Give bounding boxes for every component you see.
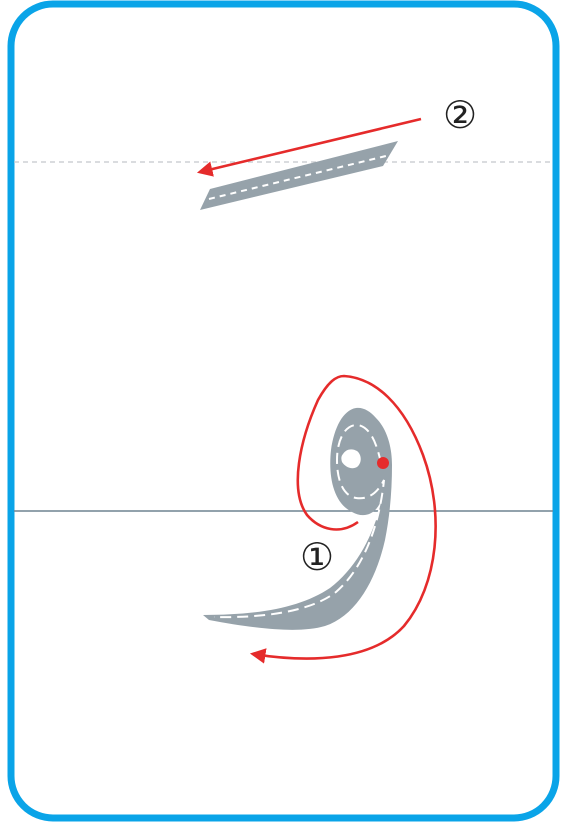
step-1-marker: ①: [300, 535, 334, 579]
stroke-1-start-dot: [377, 457, 389, 469]
step-2-marker: ②: [443, 93, 477, 137]
